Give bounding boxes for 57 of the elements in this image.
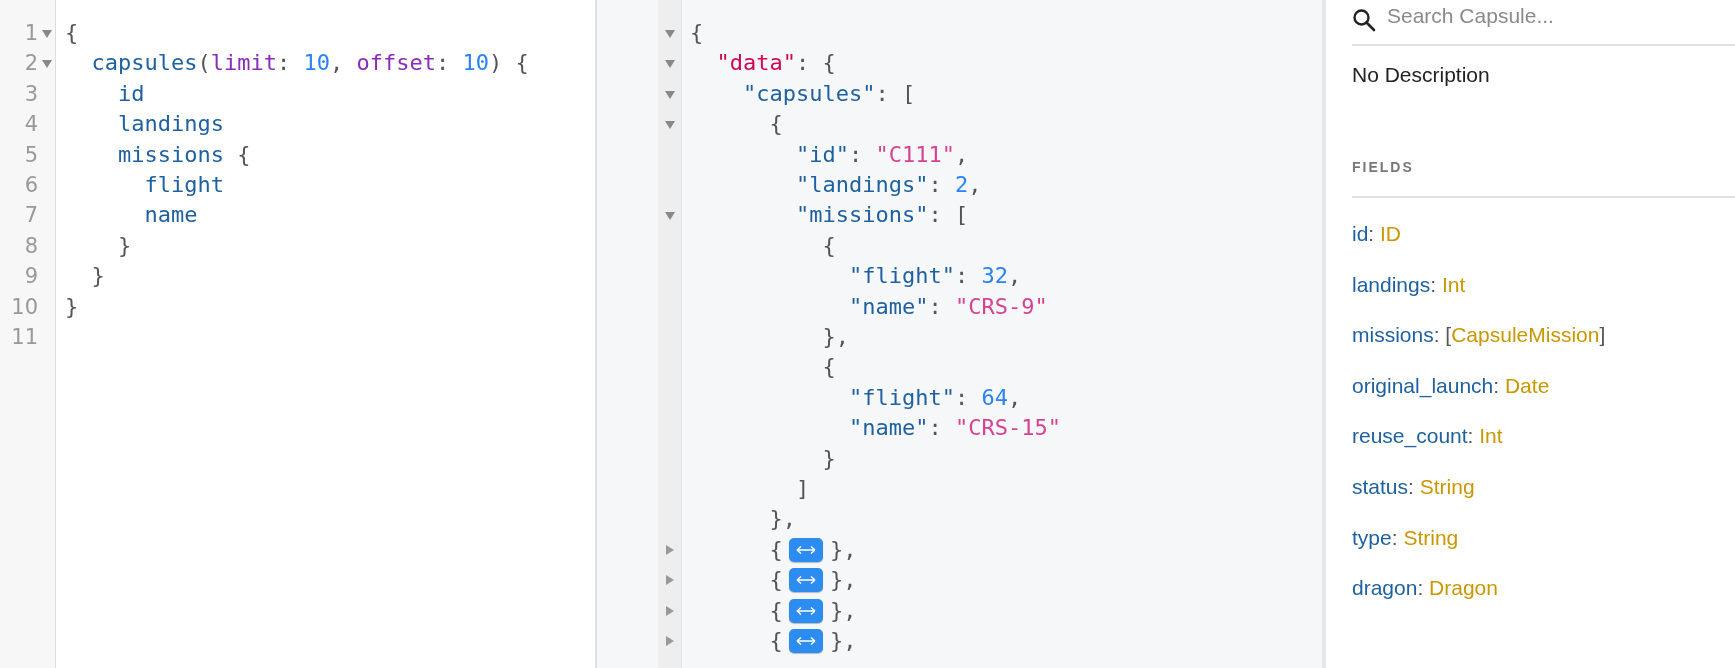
- field-entry: reuse_count: Int: [1352, 423, 1503, 450]
- result-code-line: ]: [796, 475, 810, 503]
- result-code-line: "missions": [: [796, 201, 969, 230]
- field-entry: original_launch: Date: [1352, 372, 1550, 399]
- query-code-line: }: [91, 262, 105, 291]
- query-code-line: {: [65, 19, 79, 47]
- result-code-line: "flight": 32,: [849, 262, 1022, 291]
- result-code-line: },: [830, 627, 857, 655]
- description-text: No Description: [1352, 62, 1490, 88]
- result-code-line: {: [769, 596, 783, 625]
- line-number: 10: [11, 293, 38, 321]
- line-number: 4: [24, 111, 38, 139]
- result-code-line: "flight": 64,: [849, 383, 1022, 412]
- query-code-line: landings: [118, 110, 224, 139]
- query-code-line: id: [118, 79, 145, 108]
- line-number: 8: [24, 232, 38, 260]
- line-number: 7: [24, 202, 38, 230]
- result-code-line: "landings": 2,: [796, 171, 982, 199]
- line-number: 1: [24, 20, 38, 47]
- result-code-line: },: [822, 323, 849, 351]
- result-code-line: "data": {: [716, 49, 836, 78]
- result-code-line: {: [769, 627, 783, 655]
- line-number: 11: [11, 324, 38, 351]
- line-number: 6: [24, 172, 38, 199]
- field-entry: landings: Int: [1352, 271, 1466, 298]
- result-code-line: {: [822, 353, 836, 382]
- query-code-line: name: [144, 201, 198, 230]
- query-code-line: }: [118, 231, 132, 260]
- result-code-line: }: [822, 444, 836, 473]
- field-entry: type: String: [1352, 524, 1459, 551]
- line-number: 5: [24, 141, 38, 169]
- query-code-line: capsules(limit: 10, offset: 10) {: [91, 49, 529, 78]
- line-number: 3: [24, 80, 38, 108]
- result-code-line: "name": "CRS-15": [849, 414, 1061, 443]
- field-entry: id: ID: [1352, 221, 1402, 247]
- result-code-line: },: [830, 566, 857, 595]
- result-code-line: "name": "CRS-9": [849, 292, 1048, 321]
- result-code-line: {: [769, 535, 783, 564]
- result-code-line: {: [822, 231, 836, 260]
- field-entry: dragon: Dragon: [1352, 575, 1498, 602]
- result-code-line: "id": "C111",: [796, 140, 969, 169]
- query-code-line: flight: [144, 171, 224, 199]
- field-entry: missions: [CapsuleMission]: [1352, 322, 1606, 349]
- result-code-line: },: [769, 505, 796, 534]
- result-code-line: },: [830, 535, 857, 564]
- result-code-line: },: [830, 596, 857, 625]
- field-entry: status: String: [1352, 474, 1475, 500]
- line-number: 9: [24, 263, 38, 291]
- result-code-line: {: [769, 110, 783, 139]
- query-code-line: missions {: [118, 140, 251, 169]
- result-code-line: {: [769, 566, 783, 595]
- line-number: 2: [24, 50, 38, 78]
- section-heading: FIELDS: [1352, 158, 1414, 176]
- query-code-line: }: [65, 292, 79, 321]
- search-field: Search Capsule...: [1387, 3, 1554, 29]
- result-code-line: {: [690, 19, 704, 47]
- result-code-line: "capsules": [: [743, 79, 916, 108]
